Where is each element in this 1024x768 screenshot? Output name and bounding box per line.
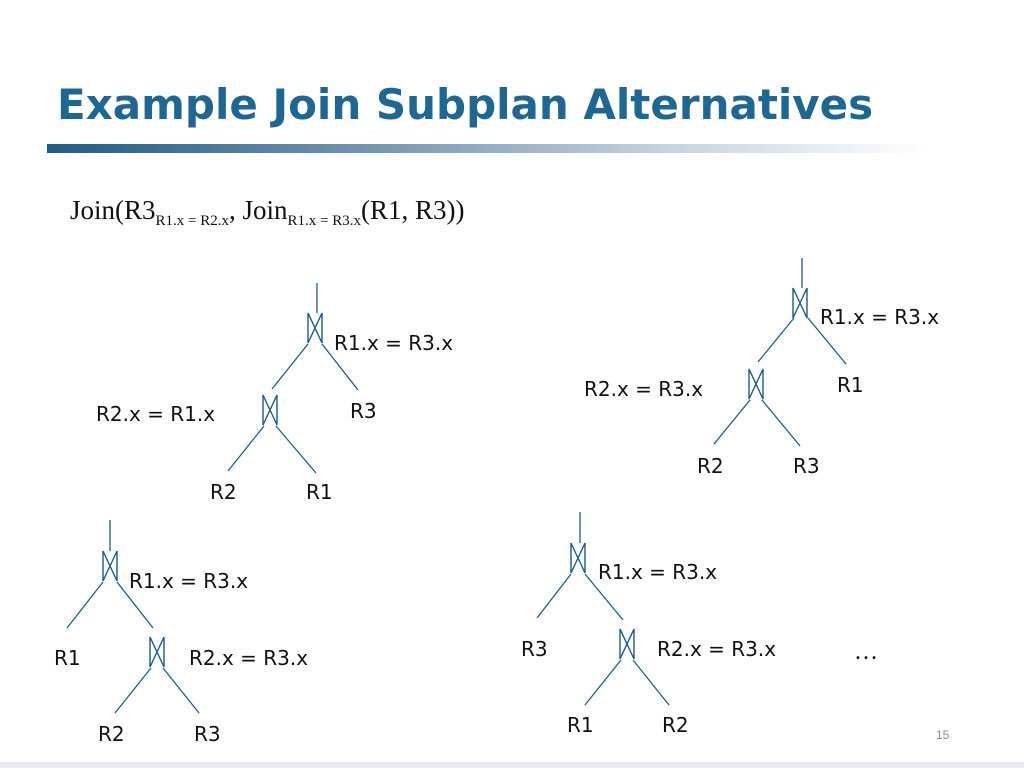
t4-edge-lr [632,659,670,706]
t1-edge-left [271,343,309,390]
slide-title: Example Join Subplan Alternatives [57,80,874,129]
t1-leaf-left: R2 [210,480,237,504]
t1-top-predicate: R1.x = R3.x [334,331,453,355]
t2-edge-left [757,317,795,363]
expr-part-1: Join(R3 [70,195,156,225]
footer-bar [0,762,1024,768]
join-expression: Join(R3R1.x = R2.x, JoinR1.x = R3.x(R1, … [70,195,465,230]
t2-leaf-right: R3 [793,454,820,478]
t3-leaf-right: R3 [194,722,221,746]
t1-right-leaf: R3 [350,399,377,423]
t3-top-join-icon [102,550,118,582]
t4-top-join-icon [570,542,586,574]
t3-edge-ll [114,667,152,714]
tree-4: R1.x = R3.x R3 R2.x = R3.x R1 R2 [521,512,776,737]
t3-inner-predicate: R2.x = R3.x [189,646,308,670]
t4-edge-right [584,573,624,621]
t2-edge-ll [713,399,751,445]
t4-inner-predicate: R2.x = R3.x [657,637,776,661]
ellipsis: … [854,639,878,665]
t4-top-predicate: R1.x = R3.x [598,560,717,584]
t3-leaf-left: R2 [98,722,125,746]
tree-2: R1.x = R3.x R1 R2.x = R3.x R2 R3 [584,258,939,478]
expr-sub-1: R1.x = R2.x [155,213,229,229]
t4-left-leaf: R3 [521,637,548,661]
expr-part-2: , Join [229,195,288,225]
t1-edge-right [321,343,359,391]
t4-edge-left [536,573,572,619]
expr-sub-2: R1.x = R3.x [287,213,361,229]
t3-edge-lr [162,667,200,714]
t3-inner-join-icon [149,636,165,668]
t2-top-predicate: R1.x = R3.x [820,305,939,329]
expr-part-3: (R1, R3)) [361,195,465,225]
t1-leaf-right: R1 [306,480,333,504]
t3-edge-right [116,581,154,629]
t2-edge-lr [761,399,801,447]
t2-right-leaf: R1 [837,373,864,397]
t2-edge-right [807,317,847,365]
t4-leaf-left: R1 [567,713,594,737]
t2-top-join-icon [792,287,808,319]
t3-left-leaf: R1 [54,646,81,670]
t3-top-predicate: R1.x = R3.x [129,569,248,593]
t4-leaf-right: R2 [662,713,689,737]
t1-edge-ll [227,425,265,472]
t2-inner-predicate: R2.x = R3.x [584,377,703,401]
t1-inner-predicate: R2.x = R1.x [96,402,215,426]
t4-inner-join-icon [619,628,635,660]
page-number: 15 [936,728,950,742]
t4-edge-ll [584,659,622,706]
t1-edge-lr [275,425,317,474]
t2-leaf-left: R2 [697,454,724,478]
t2-inner-join-icon [748,368,764,400]
tree-1: R1.x = R3.x R3 R2.x = R1.x R2 R1 [96,283,453,504]
t3-edge-left [66,581,104,629]
t1-inner-join-icon [262,394,278,426]
title-underline [47,144,927,153]
t1-top-join-icon [307,312,323,344]
tree-3: R1.x = R3.x R1 R2.x = R3.x R2 R3 [54,520,308,746]
